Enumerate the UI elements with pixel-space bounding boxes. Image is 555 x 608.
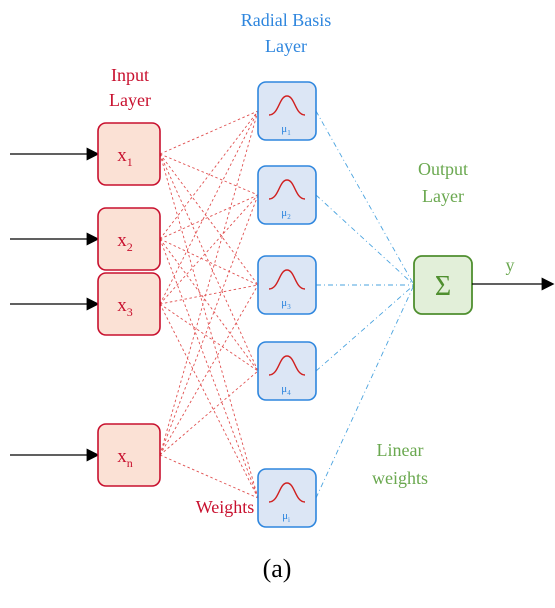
input-node-3: x3 bbox=[97, 272, 161, 336]
rbf-node-label-base: μ bbox=[281, 123, 287, 135]
rbf-node-label: μ2 bbox=[281, 207, 291, 221]
rbf-layer-title-line2: Layer bbox=[265, 36, 307, 56]
input-node-box bbox=[97, 122, 161, 186]
input-node-label: x3 bbox=[117, 295, 133, 319]
input-node-label-base: x bbox=[117, 230, 127, 251]
gaussian-curve-icon bbox=[268, 95, 306, 116]
sigma-label: Σ bbox=[435, 271, 451, 302]
input-arrows bbox=[10, 147, 100, 462]
input-node-label-sub: n bbox=[127, 456, 133, 470]
weight-link-3-1 bbox=[159, 110, 259, 305]
weight-link-2-5 bbox=[159, 238, 259, 499]
rbf-node-3: μ3 bbox=[257, 255, 317, 315]
weight-link-2-2 bbox=[159, 194, 259, 240]
output-node: Σ bbox=[413, 255, 473, 315]
input-node-box bbox=[97, 423, 161, 487]
rbf-node-4: μ4 bbox=[257, 341, 317, 401]
input-node-label-base: x bbox=[117, 446, 127, 467]
input-node-label-sub: 2 bbox=[127, 240, 133, 254]
rbf-node-label-sub: 3 bbox=[287, 303, 291, 311]
weight-link-1-4 bbox=[159, 153, 259, 372]
input-node-label-base: x bbox=[117, 295, 127, 316]
weight-link-4-5 bbox=[159, 454, 259, 499]
rbf-node-label: μ3 bbox=[281, 297, 291, 311]
figure-caption: (a) bbox=[263, 554, 292, 583]
output-y-label: y bbox=[506, 255, 515, 275]
rbf-node-label-sub: i bbox=[288, 516, 290, 524]
output-layer-title-line1: Output bbox=[418, 159, 468, 179]
weight-link-2-4 bbox=[159, 238, 259, 372]
rbf-node-label: μ4 bbox=[281, 383, 291, 397]
weight-link-4-2 bbox=[159, 194, 259, 456]
connection-lines bbox=[159, 110, 415, 499]
rbf-node-label-base: μ bbox=[282, 510, 288, 522]
rbf-node-label-sub: 1 bbox=[287, 129, 291, 137]
rbf-node-1: μ1 bbox=[257, 81, 317, 141]
linear-weight-link-5 bbox=[315, 284, 415, 499]
weight-link-4-4 bbox=[159, 370, 259, 456]
weights-label: Weights bbox=[196, 497, 255, 517]
weight-link-4-1 bbox=[159, 110, 259, 456]
input-layer-title-line2: Layer bbox=[109, 90, 151, 110]
rbf-node-label-base: μ bbox=[281, 297, 287, 309]
weight-link-2-3 bbox=[159, 238, 259, 286]
input-layer-title-line1: Input bbox=[111, 65, 149, 85]
rbf-node-box bbox=[257, 165, 317, 225]
rbf-node-box bbox=[257, 81, 317, 141]
gaussian-curve-icon bbox=[268, 269, 306, 290]
input-node-label-base: x bbox=[117, 145, 127, 166]
input-node-box bbox=[97, 272, 161, 336]
input-node-2: x2 bbox=[97, 207, 161, 271]
weight-link-3-5 bbox=[159, 303, 259, 499]
rbf-node-label-sub: 2 bbox=[287, 213, 291, 221]
weight-link-1-1 bbox=[159, 110, 259, 155]
rbf-layer-title-line1: Radial Basis bbox=[241, 10, 332, 30]
rbf-node-box bbox=[257, 255, 317, 315]
input-node-label: xn bbox=[117, 446, 133, 470]
output-layer-title-line2: Layer bbox=[422, 186, 464, 206]
input-node-label-sub: 1 bbox=[127, 155, 133, 169]
weight-link-1-5 bbox=[159, 153, 259, 499]
linear-weight-link-1 bbox=[315, 110, 415, 286]
rbf-node-5: μi bbox=[257, 468, 317, 528]
weight-link-3-2 bbox=[159, 194, 259, 305]
gaussian-curve-icon bbox=[268, 179, 306, 200]
rbf-node-box bbox=[257, 341, 317, 401]
weight-link-3-3 bbox=[159, 284, 259, 305]
rbf-node-label: μi bbox=[282, 510, 290, 524]
input-node-label: x2 bbox=[117, 230, 133, 254]
weight-link-4-3 bbox=[159, 284, 259, 456]
gaussian-curve-icon bbox=[268, 355, 306, 376]
weight-link-1-3 bbox=[159, 153, 259, 286]
input-node-box bbox=[97, 207, 161, 271]
linear-weight-link-2 bbox=[315, 194, 415, 286]
rbf-node-box bbox=[257, 468, 317, 528]
gaussian-curve-icon bbox=[268, 482, 306, 503]
rbf-node-label-base: μ bbox=[281, 207, 287, 219]
output-node-box bbox=[413, 255, 473, 315]
linear-weights-label-line2: weights bbox=[372, 468, 428, 488]
input-node-1: x1 bbox=[97, 122, 161, 186]
rbf-node-2: μ2 bbox=[257, 165, 317, 225]
rbf-node-label-sub: 4 bbox=[287, 389, 291, 397]
linear-weights-label-line1: Linear bbox=[377, 440, 424, 460]
rbf-node-label-base: μ bbox=[281, 383, 287, 395]
input-node-4: xn bbox=[97, 423, 161, 487]
rbf-node-label: μ1 bbox=[281, 123, 291, 137]
input-node-label: x1 bbox=[117, 145, 133, 169]
input-node-label-sub: 3 bbox=[127, 305, 133, 319]
weight-link-2-1 bbox=[159, 110, 259, 240]
linear-weight-link-4 bbox=[315, 284, 415, 372]
